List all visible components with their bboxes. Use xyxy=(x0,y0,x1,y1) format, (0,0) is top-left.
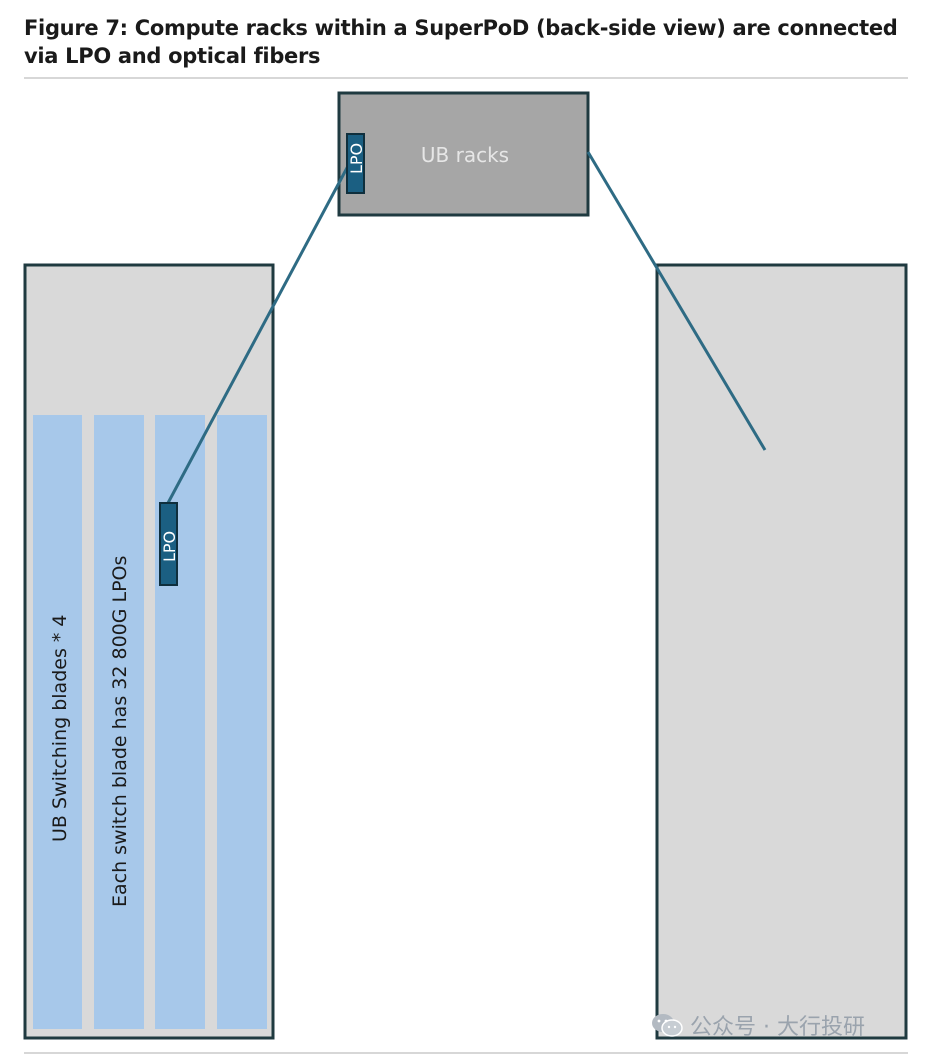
wechat-icon xyxy=(652,1014,683,1037)
fiber-right xyxy=(586,151,767,451)
blade-label-lpo-count: Each switch blade has 32 800G LPOs xyxy=(109,556,131,907)
top-rule xyxy=(24,77,908,79)
right-rack xyxy=(655,263,908,1040)
fiber-left xyxy=(166,165,350,504)
switching-blade-4 xyxy=(217,415,267,1029)
switching-blade-2 xyxy=(94,415,144,1029)
lpo-label-blade: LPO xyxy=(160,531,179,562)
watermark-text: 公众号 · 大行投研 xyxy=(690,1015,865,1040)
switching-blade-1 xyxy=(33,415,82,1029)
figure-title: Figure 7: Compute racks within a SuperPo… xyxy=(24,16,898,68)
blade-label-switching-count: UB Switching blades * 4 xyxy=(49,614,71,842)
lpo-label-top: LPO xyxy=(347,143,366,174)
lpo-module-top xyxy=(346,133,365,194)
bottom-rule xyxy=(24,1052,908,1054)
ub-racks-label: UB racks xyxy=(421,143,509,167)
watermark: 公众号 · 大行投研 xyxy=(650,1010,865,1040)
lpo-module-blade xyxy=(159,502,178,586)
